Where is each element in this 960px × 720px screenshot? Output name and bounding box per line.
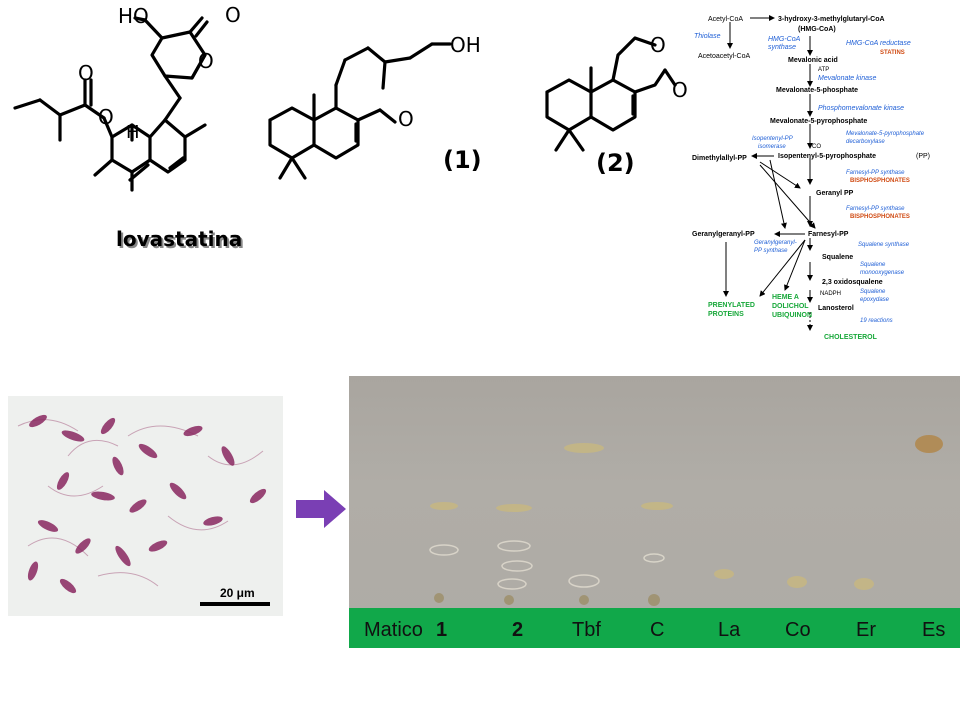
lovastatin-ho-label: HO	[118, 4, 149, 28]
pw-bisphosphonates-2: BISPHOSPHONATES	[850, 214, 910, 220]
pw-nadph: NADPH	[820, 291, 841, 297]
pw-hmg-coa: 3-hydroxy-3-methylglutaryl-CoA	[778, 16, 885, 23]
pw-acetyl-coa: Acetyl-CoA	[708, 16, 743, 23]
pw-prenylated-1: PRENYLATED	[708, 302, 755, 309]
compound1-oh-label: OH	[450, 33, 481, 57]
pw-squalene-synthase: Squalene synthase	[858, 242, 910, 248]
pw-squalene: Squalene	[822, 254, 853, 261]
structures-panel: HO O O O O H OH O (1) O O (2) lovastatin…	[13, 3, 688, 253]
pw-squalene-mono-1: Squalene	[860, 262, 886, 268]
tlc-lane-label: Tbf	[572, 619, 601, 641]
tlc-plate	[349, 376, 960, 648]
mevalonate-pathway: Acetyl-CoA Thiolase Acetoacetyl-CoA 3-hy…	[692, 15, 930, 341]
pw-atp: ATP	[818, 67, 829, 73]
tlc-lane-label: Es	[922, 619, 946, 641]
compound1-o-label: O	[398, 107, 414, 131]
pw-phosphomevalonate-kinase: Phosphomevalonate kinase	[818, 105, 904, 112]
lovastatin-o3-label: O	[78, 61, 94, 85]
micrograph-scale-label: 20 μm	[220, 586, 255, 600]
lovastatin-h-label: H	[126, 122, 140, 143]
pw-heme-2: DOLICHOL	[772, 303, 809, 310]
pw-ggpp-synthase-2: PP synthase	[754, 248, 788, 254]
pw-co2: CO	[812, 144, 821, 150]
lovastatin-structure	[13, 16, 209, 192]
tlc-lane-label: La	[718, 619, 741, 641]
lovastatin-o4-label: O	[98, 105, 114, 129]
pw-isopentenyl-5pp: Isopentenyl-5-pyrophosphate	[778, 153, 876, 160]
pw-thiolase: Thiolase	[694, 33, 721, 40]
pw-statins: STATINS	[880, 50, 905, 56]
lovastatin-name: lovastatina	[116, 227, 242, 251]
pw-acetoacetyl-coa: Acetoacetyl-CoA	[698, 53, 750, 60]
pw-mevalonate-5pp: Mevalonate-5-pyrophosphate	[770, 118, 867, 125]
pw-bisphosphonates-1: BISPHOSPHONATES	[850, 178, 910, 184]
tlc-lane-label: Matico	[364, 619, 423, 641]
pw-dimethylallyl-pp: Dimethylallyl-PP	[692, 155, 747, 162]
pw-prenylated-2: PROTEINS	[708, 311, 744, 318]
pw-geranyl-pp: Geranyl PP	[816, 190, 854, 197]
pw-hmg-synthase-1: HMG-CoA	[768, 36, 801, 43]
pw-isomerase-1: Isopentenyl-PP	[752, 136, 793, 142]
micrograph-cells	[17, 414, 270, 606]
pw-hmg-reductase: HMG-CoA reductase	[846, 40, 911, 47]
pw-geranylgeranyl-pp: Geranylgeranyl-PP	[692, 231, 755, 238]
pw-squalene-epox-2: epoxydase	[860, 297, 890, 303]
pw-hmg-synthase-2: synthase	[768, 44, 796, 51]
compound1-label: (1)	[443, 146, 482, 174]
compound2-label: (2)	[596, 149, 635, 177]
lovastatin-o1-label: O	[225, 3, 241, 27]
pw-isomerase-2: isomerase	[758, 144, 786, 150]
tlc-lane-bar	[349, 608, 960, 648]
compound1-structure	[268, 42, 452, 180]
pw-heme-3: UBIQUINON	[772, 312, 812, 319]
tlc-spots	[429, 435, 943, 606]
tlc-lane-label: 2	[512, 619, 524, 641]
pw-cholesterol: CHOLESTEROL	[824, 334, 878, 341]
compound2-structure	[545, 36, 677, 152]
tlc-lane-label: Er	[856, 619, 876, 641]
pw-oxidosqualene: 2,3 oxidosqualene	[822, 279, 883, 286]
pw-decarboxylase-1: Mevalonate-5-pyrophosphate	[846, 131, 925, 137]
lovastatin-name-shadow: lovastatina	[118, 229, 244, 253]
pw-squalene-epox-1: Squalene	[860, 289, 886, 295]
tlc-lane-label: 1	[436, 619, 448, 641]
pw-lanosterol: Lanosterol	[818, 305, 854, 312]
pw-fpp-synthase-1: Farnesyl-PP synthase	[846, 170, 905, 176]
pw-ggpp-synthase-1: Geranylgeranyl-	[754, 240, 797, 246]
tlc-lane-label: Co	[785, 619, 811, 641]
right-arrow-icon	[296, 490, 346, 528]
pw-mevalonate-kinase: Mevalonate kinase	[818, 75, 876, 82]
tlc-lane-label: C	[650, 619, 665, 641]
compound2-o1-label: O	[650, 33, 666, 57]
pw-farnesyl-pp: Farnesyl-PP	[808, 231, 849, 238]
compound2-o2-label: O	[672, 78, 688, 102]
pw-hmg-coa-abbr: (HMG-CoA)	[798, 26, 836, 33]
parasite-micrograph: 20 μm	[8, 396, 283, 616]
pw-decarboxylase-2: decarboxylase	[846, 139, 885, 145]
pw-fpp-synthase-2: Farnesyl-PP synthase	[846, 206, 905, 212]
pw-mevalonate-5p: Mevalonate-5-phosphate	[776, 87, 858, 94]
pw-pp: (PP)	[916, 153, 930, 160]
pw-squalene-mono-2: monooxygenase	[860, 270, 905, 276]
lovastatin-o2-label: O	[198, 49, 214, 73]
pw-reactions: 19 reactions	[860, 318, 893, 324]
pw-heme-1: HEME A	[772, 294, 799, 301]
pw-mevalonic-acid: Mevalonic acid	[788, 57, 838, 64]
